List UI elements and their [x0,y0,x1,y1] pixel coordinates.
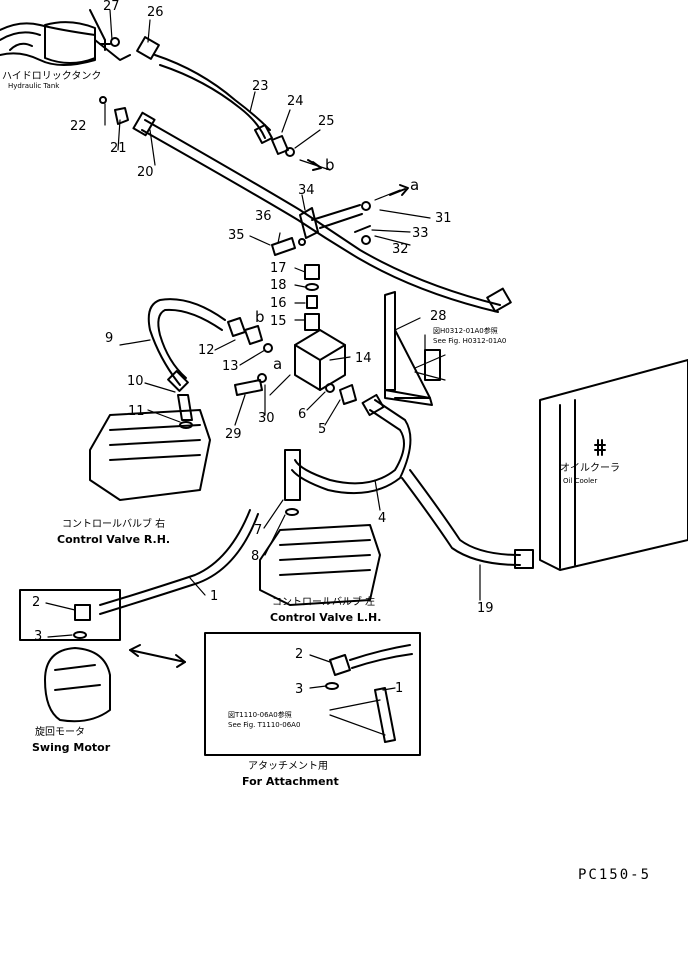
part-17: 17 [270,261,287,276]
part-34: 34 [298,183,315,198]
part-14: 14 [355,351,372,366]
control-valve-rh-label-jp: コントロールバルブ 右 [62,519,166,530]
part-1: 1 [210,589,219,604]
part-20: 20 [137,165,154,180]
part-27: 27 [103,0,120,14]
hydraulic-tank-label-jp: ハイドロリックタンク [2,71,102,82]
valve-block-14 [294,329,346,391]
hose-23 [136,36,271,139]
part-31: 31 [435,211,452,226]
attachment-part-2: 2 [295,647,304,662]
bracket-ref-jp: 図H0312-01A0参照 [433,327,498,335]
connector-a-lower: a [273,355,283,373]
part-8: 8 [251,549,260,564]
part-29: 29 [225,427,242,442]
part-32: 32 [392,242,409,257]
part-2: 2 [32,595,41,610]
part-10: 10 [127,374,144,389]
part-19: 19 [477,601,494,616]
attachment-part-3: 3 [295,682,304,697]
part-3: 3 [34,629,43,644]
part-5: 5 [318,422,327,437]
hydraulic-tank [0,9,131,66]
part-28: 28 [430,309,447,324]
connector-b-lower: b [255,308,265,326]
connector-a-top: a [410,176,420,194]
control-valve-rh-label-en: Control Valve R.H. [57,533,171,546]
control-valve-lh [259,524,381,606]
bracket-28 [384,291,433,406]
part-22: 22 [70,119,87,134]
part-12: 12 [198,343,215,358]
control-valve-lh-label-jp: コントロールバルブ 左 [272,597,376,608]
swing-motor [19,589,121,723]
part-11: 11 [128,404,145,419]
hydraulic-tank-label-en: Hydraulic Tank [8,82,60,90]
part-7: 7 [254,523,263,538]
part-15: 15 [270,314,287,329]
part-35: 35 [228,228,245,243]
control-valve-lh-label-en: Control Valve L.H. [270,611,382,624]
part-36: 36 [255,209,272,224]
bracket-ref-en: See Fig. H0312-01A0 [433,337,507,345]
part-6: 6 [298,407,307,422]
hose-9 [147,298,226,392]
part-18: 18 [270,278,287,293]
oil-cooler [539,359,688,571]
part-25: 25 [318,114,335,129]
attachment-label-en: For Attachment [242,775,339,788]
attachment-label-jp: アタッチメント用 [248,761,328,772]
hose-19 [401,469,534,569]
part-9: 9 [105,331,114,346]
control-valve-rh [89,409,211,501]
part-24: 24 [287,94,304,109]
attachment-inset [204,632,421,756]
attachment-ref-en: See Fig. T1110-06A0 [228,721,301,729]
oil-cooler-label-en: Oil Cooler [563,477,598,485]
part-16: 16 [270,296,287,311]
part-13: 13 [222,359,239,374]
swing-motor-label-en: Swing Motor [32,741,111,754]
part-33: 33 [412,226,429,241]
part-21: 21 [110,141,127,156]
hose-4 [291,393,412,495]
hose-1 [99,509,259,615]
part-23: 23 [252,79,269,94]
model-code: PC150-5 [578,867,652,883]
connector-b-top: b [325,156,335,174]
swing-motor-label-jp: 旋回モータ [35,727,85,738]
hose-20 [132,111,512,313]
part-30: 30 [258,411,275,426]
part-4: 4 [378,511,387,526]
part-26: 26 [147,5,164,20]
oil-cooler-label-jp: オイルクーラ [560,463,620,474]
attachment-ref-jp: 図T1110-06A0参照 [228,711,292,719]
attachment-part-1: 1 [395,681,404,696]
